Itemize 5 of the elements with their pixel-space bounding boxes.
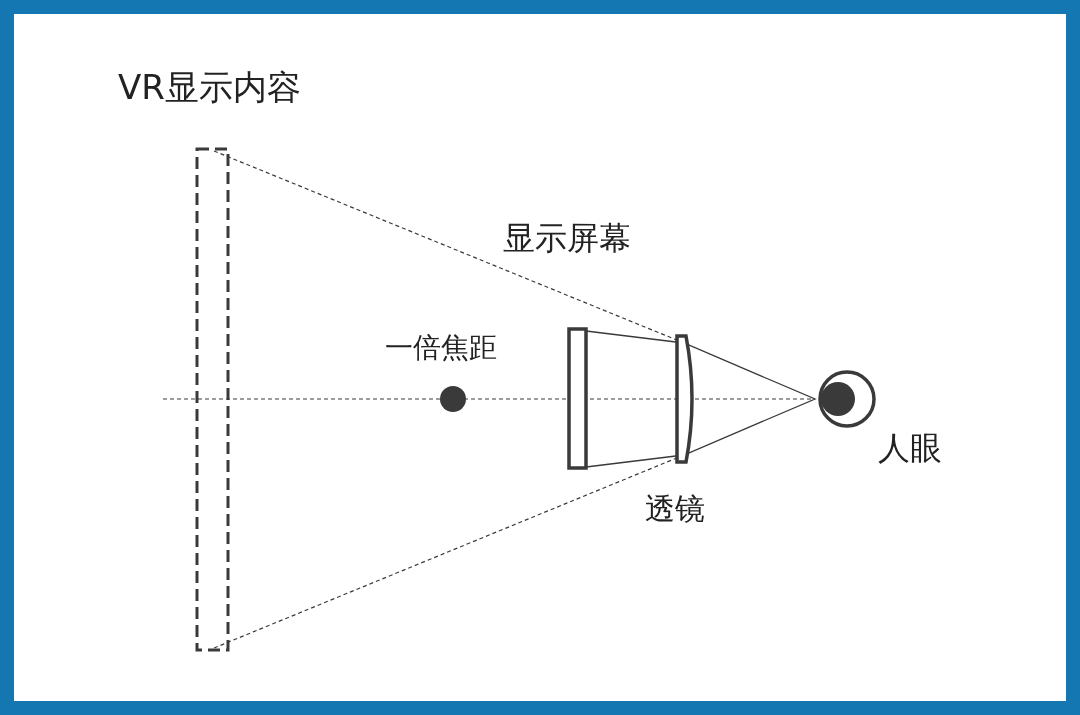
caption-label: VR显示内容 [118, 70, 301, 104]
screen-label: 显示屏幕 [503, 222, 631, 254]
eye-label: 人眼 [878, 432, 942, 464]
lens-label: 透镜 [645, 494, 705, 524]
focal-length-label: 一倍焦距 [385, 334, 497, 362]
